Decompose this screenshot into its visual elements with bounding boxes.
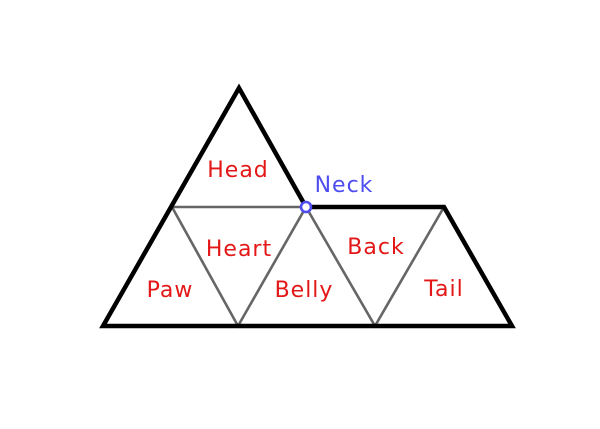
belly-label: Belly xyxy=(275,278,334,303)
paw-label: Paw xyxy=(147,278,194,303)
heart-label: Heart xyxy=(206,237,272,262)
tail-label: Tail xyxy=(423,277,464,302)
back-label: Back xyxy=(347,235,404,260)
head-label: Head xyxy=(207,158,269,183)
neck-point-marker xyxy=(299,200,313,214)
outer-outline xyxy=(99,83,516,329)
neck-label: Neck xyxy=(315,173,374,198)
inner-division-lines xyxy=(170,204,446,329)
